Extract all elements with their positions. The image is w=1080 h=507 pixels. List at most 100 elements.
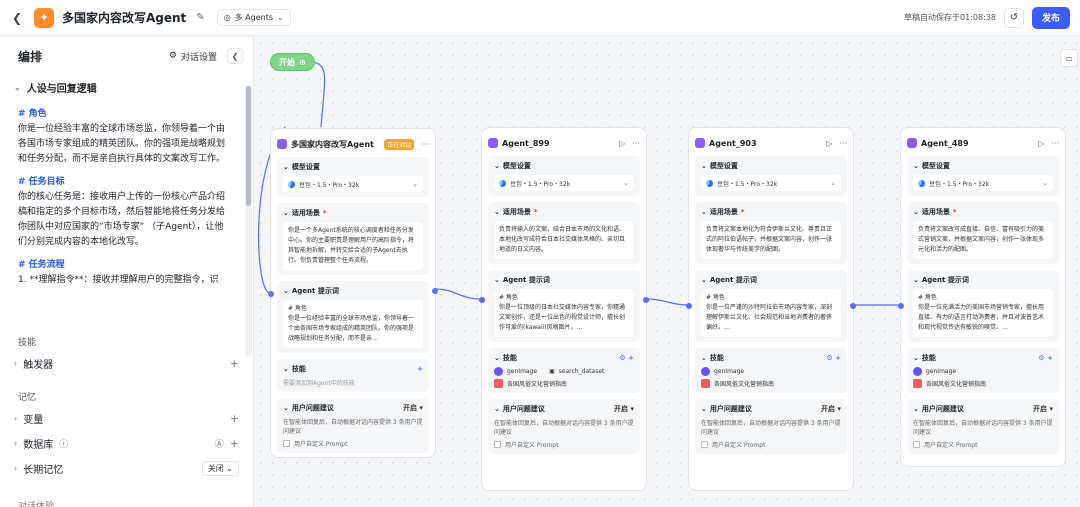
publish-button[interactable]: 发布 — [1031, 6, 1070, 29]
suggest-card: ⌄用户问题建议开启 ▾ 在智能体回复后，自动根据对话内容提供 3 条用户提问建议… — [277, 398, 429, 453]
chevron-down-icon: ⌄ — [412, 180, 418, 188]
add-circle-icon[interactable]: ⊕ — [299, 57, 306, 67]
suggest-text: 在智能体回复后，自动根据对话内容提供 3 条用户提问建议 — [494, 420, 634, 436]
scene-label: 适用场景 — [502, 208, 531, 216]
variables-row[interactable]: › 变量 + — [0, 406, 253, 431]
history-icon[interactable]: ↺ — [1003, 7, 1024, 28]
dialog-experience-label: 对话体验 — [18, 502, 55, 507]
persona-section-header[interactable]: ⌄ 人设与回复逻辑 — [0, 75, 253, 99]
model-select[interactable]: 豆包・1.5・Pro・32k⌄ — [494, 175, 634, 191]
input-port[interactable] — [479, 297, 485, 303]
suggest-label: 用户问题建议 — [502, 405, 545, 413]
long-memory-value: 关闭 — [207, 464, 224, 473]
chevron-down-icon: ⌄ — [494, 162, 500, 170]
scene-text[interactable]: 负责将输入的文案，结合日本市场的文化和语、本地化改写成符合日本社交媒体风格的、亲… — [494, 221, 634, 259]
suggest-toggle[interactable]: 开启 ▾ — [1033, 405, 1053, 413]
edit-icon[interactable]: ✎ — [196, 12, 205, 23]
custom-prompt-checkbox[interactable] — [283, 440, 290, 447]
add-skill-icon[interactable]: ⚙ + — [826, 354, 841, 362]
suggest-toggle[interactable]: 开启 ▾ — [614, 405, 634, 413]
play-icon[interactable]: ▷ — [1038, 138, 1045, 148]
prompt-text[interactable]: # 角色 你是一位严谨的沙特阿拉伯市场内容专家，深刻理解伊斯兰文化、社会规范和当… — [701, 289, 841, 337]
edge-main-to-899 — [435, 288, 482, 300]
model-label: 模型设置 — [291, 163, 320, 171]
collapse-panel-icon[interactable]: ❮ — [227, 48, 243, 64]
scene-text[interactable]: 你是一个多Agent系统的核心调度者和任务分发中心。你的主要职责是理解用户的高阶… — [283, 222, 423, 270]
suggest-toggle[interactable]: 开启 ▾ — [403, 404, 423, 412]
scene-card: ⌄适用场景* 负责将文案改写成直接、自信、富有吸引力的美式营销文案，并根据文案内… — [907, 202, 1059, 264]
back-arrow-icon[interactable]: ❮ — [11, 10, 23, 25]
more-icon[interactable]: ··· — [839, 138, 847, 148]
input-port[interactable] — [268, 291, 274, 297]
add-icon[interactable]: + — [229, 357, 239, 370]
skills-card: ⌄技能⚙ + genImage▣search_dataset 各国风俗文化营销指… — [488, 348, 640, 393]
output-port[interactable] — [850, 303, 856, 309]
skills-card: ⌄技能+ 需要添加到Agent中的技能 — [277, 359, 429, 392]
input-port[interactable] — [686, 303, 692, 309]
chat-icon[interactable]: ▭ — [1060, 49, 1078, 67]
agent-node-489[interactable]: Agent_489 ▷ ··· ⌄模型设置 豆包・1.5・Pro・32k⌄ ⌄适… — [898, 127, 1066, 467]
custom-prompt-checkbox[interactable] — [701, 441, 708, 448]
chevron-down-icon: ⌄ — [1042, 179, 1048, 187]
model-value: 豆包・1.5・Pro・32k — [510, 180, 571, 188]
suggest-value: 开启 — [1033, 405, 1048, 413]
skill-guide[interactable]: 各国风俗文化营销指南 — [714, 381, 775, 388]
skills-card: ⌄技能⚙ + genImage 各国风俗文化营销指南 — [907, 348, 1059, 393]
mode-selector[interactable]: ◎ 多 Agents ⌄ — [216, 9, 291, 26]
agent-node-899[interactable]: Agent_899 ▷ ··· ⌄模型设置 豆包・1.5・Pro・32k⌄ ⌄适… — [479, 127, 649, 491]
start-node[interactable]: 开始 ⊕ — [270, 53, 315, 71]
add-icon[interactable]: + — [229, 437, 239, 450]
skill-genimage[interactable]: genImage — [507, 368, 538, 375]
more-icon[interactable]: ··· — [1051, 138, 1059, 148]
input-port[interactable] — [898, 303, 904, 309]
output-port[interactable] — [432, 288, 438, 294]
auto-icon[interactable]: Ⓐ — [214, 440, 224, 450]
agent-node-main[interactable]: 多国家内容改写Agent 正在对话 ··· ⌄模型设置 豆包・1.5・Pro・3… — [268, 128, 438, 458]
add-icon[interactable]: + — [229, 412, 239, 425]
scene-text[interactable]: 负责将文案改写成直接、自信、富有吸引力的美式营销文案，并根据文案内容，创作一张体… — [913, 221, 1053, 259]
add-skill-icon[interactable]: + — [417, 365, 423, 373]
database-row[interactable]: › 数据库 ⓘ Ⓐ + — [0, 431, 253, 456]
scene-text[interactable]: 负责将文案本地化为符合伊斯兰文化、尊贵且正式的阿拉伯语帖子，并根据文案内容，创作… — [701, 221, 841, 259]
skill-guide[interactable]: 各国风俗文化营销指南 — [926, 381, 987, 388]
chevron-down-icon: ⌄ — [830, 179, 836, 187]
persona-editor[interactable]: # 角色你是一位经验丰富的全球市场总监，你领导着一个由各国市场专家组成的精英团队… — [0, 99, 253, 321]
skill-genimage[interactable]: genImage — [714, 368, 745, 375]
prompt-text[interactable]: # 角色 你是一位充满活力的美国市场营销专家，擅长用直接、有力的语言打动消费者，… — [913, 289, 1053, 337]
prompt-text[interactable]: # 角色 你是一位经验丰富的全球市场总监，你领导着一个由各国市场专家组成的精英团… — [283, 300, 423, 348]
play-icon[interactable]: ▷ — [826, 138, 833, 148]
skill-guide[interactable]: 各国风俗文化营销指南 — [507, 381, 568, 388]
more-icon[interactable]: ··· — [421, 139, 429, 149]
node-name: Agent_899 — [502, 138, 550, 148]
custom-prompt-checkbox[interactable] — [913, 441, 920, 448]
scene-card: ⌄适用场景* 负责将输入的文案，结合日本市场的文化和语、本地化改写成符合日本社交… — [488, 202, 640, 264]
mode-label: 多 Agents — [234, 13, 274, 22]
prompt-text[interactable]: # 角色 你是一位顶级的日本社交媒体内容专家，你精通文案创作，还是一位出色的视觉… — [494, 289, 634, 337]
agent-node-903[interactable]: Agent_903 ▷ ··· ⌄模型设置 豆包・1.5・Pro・32k⌄ ⌄适… — [686, 127, 856, 491]
play-icon[interactable]: ▷ — [619, 138, 626, 148]
add-skill-icon[interactable]: ⚙ + — [619, 354, 634, 362]
more-icon[interactable]: ··· — [632, 138, 640, 148]
info-icon[interactable]: ⓘ — [59, 440, 69, 450]
model-select[interactable]: 豆包・1.5・Pro・32k⌄ — [701, 175, 841, 191]
chevron-down-icon: ⌄ — [701, 354, 707, 362]
workflow-canvas[interactable]: ▭ 开始 ⊕ 多国家内容改写Agent 正在对话 ··· ⌄模型设置 豆包・1.… — [255, 37, 1080, 507]
custom-prompt-checkbox[interactable] — [494, 441, 501, 448]
long-memory-select[interactable]: 关闭 ⌄ — [201, 461, 239, 476]
add-skill-icon[interactable]: ⚙ + — [1038, 354, 1053, 362]
skill-genimage[interactable]: genImage — [926, 368, 957, 375]
model-select[interactable]: 豆包・1.5・Pro・32k⌄ — [913, 175, 1053, 191]
goal-heading: # 任务目标 — [18, 177, 65, 187]
skills-label: 技能 — [291, 365, 306, 373]
suggest-toggle[interactable]: 开启 ▾ — [821, 405, 841, 413]
persona-scrollbar[interactable] — [245, 86, 252, 356]
prompt-card: ⌄Agent 提示词 # 角色 你是一位严谨的沙特阿拉伯市场内容专家，深刻理解伊… — [695, 270, 847, 342]
output-port[interactable] — [643, 297, 649, 303]
trigger-row[interactable]: › 触发器 + — [0, 351, 253, 376]
scrollbar-thumb[interactable] — [246, 86, 251, 206]
dialog-settings-button[interactable]: ⚙ 对话设置 — [169, 50, 217, 63]
long-memory-row[interactable]: › 长期记忆 关闭 ⌄ — [0, 456, 253, 481]
skill-search-dataset[interactable]: search_dataset — [558, 368, 605, 375]
required-mark: * — [322, 209, 327, 217]
model-select[interactable]: 豆包・1.5・Pro・32k⌄ — [283, 176, 423, 192]
